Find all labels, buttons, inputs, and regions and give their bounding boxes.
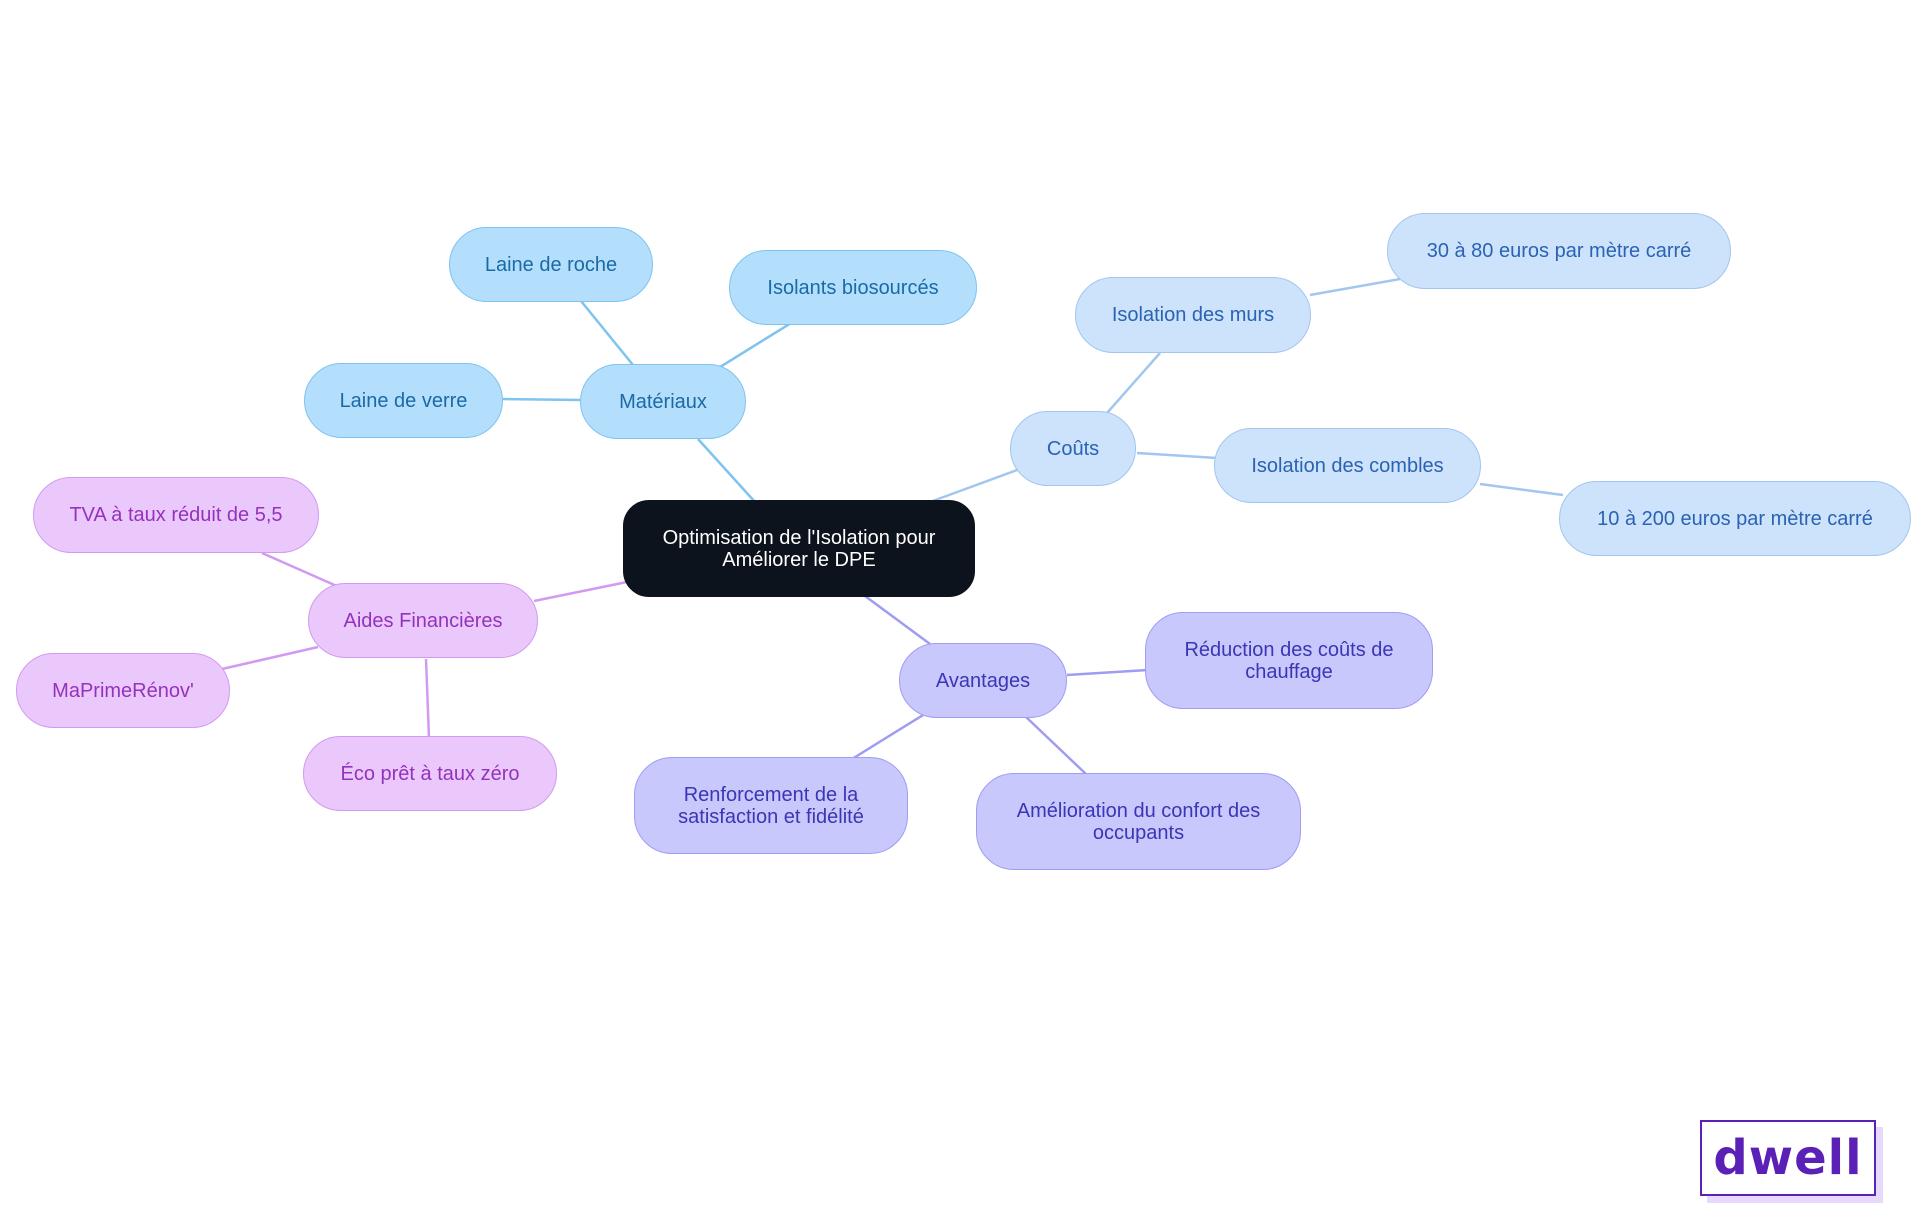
node-tva-taux-reduit[interactable]: TVA à taux réduit de 5,5: [33, 477, 319, 553]
node-aides-financieres-label: Aides Financières: [343, 609, 503, 632]
edge-aides-tva: [261, 551, 340, 589]
edge-center-avantages: [864, 594, 931, 646]
node-isolation-des-murs-label: Isolation des murs: [1111, 304, 1275, 326]
dwell-logo: dwell: [1700, 1120, 1876, 1196]
node-reduction-couts-chauffage[interactable]: Réduction des coûts de chauffage: [1145, 612, 1433, 709]
edge-center-aides: [533, 580, 628, 603]
edge-combles-detail: [1479, 482, 1564, 497]
edge-avantages-reduction: [1066, 668, 1149, 677]
node-cout-combles-detail-label: 10 à 200 euros par mètre carré: [1597, 507, 1873, 530]
edge-aides-eco-pret: [424, 658, 431, 739]
node-cout-combles-detail[interactable]: 10 à 200 euros par mètre carré: [1559, 481, 1911, 556]
node-amelioration-confort-label: Amélioration du confort des occupants: [1016, 799, 1261, 844]
central-topic-label: Optimisation de l'Isolation pour Amélior…: [662, 526, 936, 571]
edge-aides-maprimerenov: [221, 645, 319, 671]
edge-materiaux-laine-roche: [580, 300, 634, 366]
node-maprimerenov[interactable]: MaPrimeRénov': [16, 653, 230, 728]
node-laine-de-verre[interactable]: Laine de verre: [304, 363, 503, 438]
node-cout-murs-detail-label: 30 à 80 euros par mètre carré: [1426, 240, 1692, 262]
node-isolation-des-murs[interactable]: Isolation des murs: [1075, 277, 1311, 353]
node-eco-pret-taux-zero[interactable]: Éco prêt à taux zéro: [303, 736, 557, 811]
edge-center-materiaux: [697, 438, 756, 503]
edge-materiaux-laine-verre: [501, 397, 583, 402]
node-couts-label: Coûts: [1046, 437, 1100, 460]
node-avantages-label: Avantages: [935, 669, 1031, 692]
node-isolants-biosources[interactable]: Isolants biosourcés: [729, 250, 977, 325]
edge-materiaux-biosources: [719, 321, 792, 369]
dwell-logo-text: dwell: [1713, 1130, 1863, 1186]
central-topic[interactable]: Optimisation de l'Isolation pour Amélior…: [623, 500, 975, 597]
node-couts[interactable]: Coûts: [1010, 411, 1136, 486]
node-isolants-biosources-label: Isolants biosourcés: [767, 276, 939, 299]
node-tva-taux-reduit-label: TVA à taux réduit de 5,5: [69, 504, 283, 526]
edge-avantages-amelioration: [1025, 716, 1088, 776]
node-isolation-des-combles-label: Isolation des combles: [1251, 454, 1444, 477]
edge-murs-detail: [1309, 277, 1401, 297]
node-isolation-des-combles[interactable]: Isolation des combles: [1214, 428, 1481, 503]
node-avantages[interactable]: Avantages: [899, 643, 1067, 718]
node-materiaux-label: Matériaux: [619, 390, 707, 413]
node-renforcement-satisfaction[interactable]: Renforcement de la satisfaction et fidél…: [634, 757, 908, 854]
edge-center-couts: [929, 468, 1018, 504]
node-cout-murs-detail[interactable]: 30 à 80 euros par mètre carré: [1387, 213, 1731, 289]
node-laine-de-roche-label: Laine de roche: [484, 253, 618, 276]
node-amelioration-confort[interactable]: Amélioration du confort des occupants: [976, 773, 1301, 870]
node-renforcement-satisfaction-label: Renforcement de la satisfaction et fidél…: [678, 783, 864, 828]
node-aides-financieres[interactable]: Aides Financières: [308, 583, 538, 658]
edge-couts-murs: [1106, 352, 1161, 414]
edge-couts-combles: [1136, 451, 1218, 460]
node-eco-pret-taux-zero-label: Éco prêt à taux zéro: [340, 762, 520, 785]
node-laine-de-roche[interactable]: Laine de roche: [449, 227, 653, 302]
node-materiaux[interactable]: Matériaux: [580, 364, 746, 439]
node-maprimerenov-label: MaPrimeRénov': [52, 679, 194, 702]
node-reduction-couts-chauffage-label: Réduction des coûts de chauffage: [1184, 638, 1394, 683]
node-laine-de-verre-label: Laine de verre: [339, 389, 468, 412]
edge-avantages-renforcement: [851, 713, 924, 761]
